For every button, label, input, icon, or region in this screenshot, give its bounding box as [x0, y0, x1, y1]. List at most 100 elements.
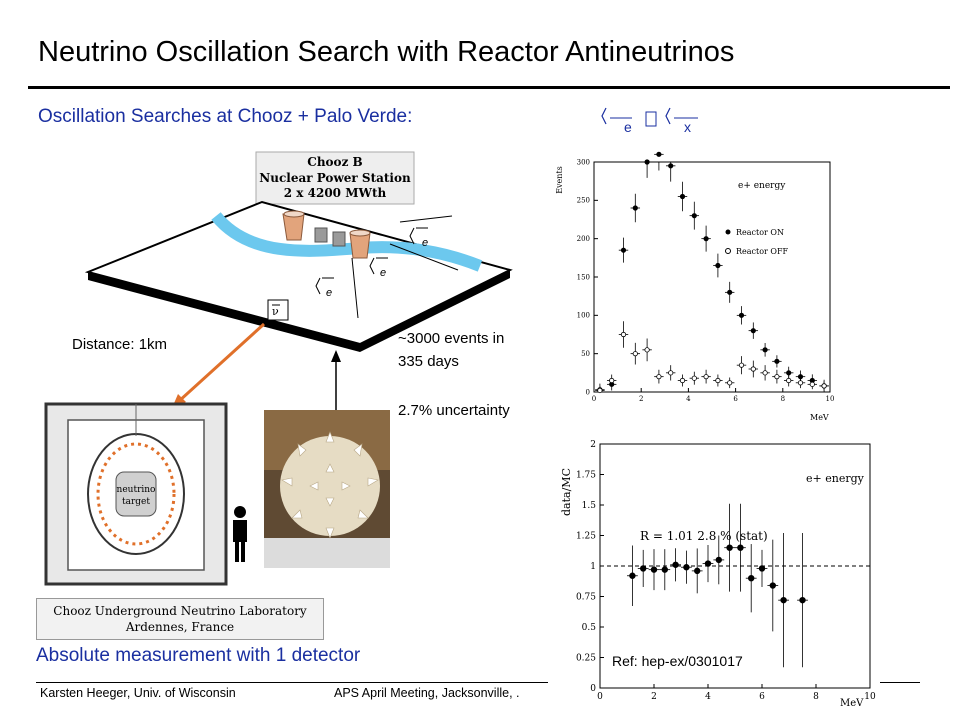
y-tick-label: 1 — [590, 562, 596, 572]
data-point — [747, 574, 755, 582]
chart1-ylabel: Events — [555, 166, 564, 194]
data-point — [693, 567, 701, 575]
data-point — [656, 151, 662, 157]
lab-label-line-2: Ardennes, France — [125, 620, 235, 634]
data-point-reactor-off — [656, 374, 662, 380]
energy-spectrum-chart: Events MeV e+ energy Reactor ON Reactor … — [548, 140, 848, 430]
y-tick-label: 2 — [590, 440, 596, 450]
station-line-3: 2 x 4200 MWth — [284, 186, 387, 200]
shaft-arrowhead — [331, 350, 341, 362]
chooz-diagram: Chooz B Nuclear Power Station 2 x 4200 M… — [44, 151, 513, 586]
data-point-reactor-off — [727, 380, 733, 386]
y-tick-label: 0.5 — [582, 623, 597, 633]
data-point — [758, 565, 766, 572]
x-tick-label: 4 — [686, 395, 691, 403]
y-tick-label: 1.75 — [576, 471, 596, 481]
data-point — [639, 565, 647, 572]
data-point-reactor-off — [715, 377, 721, 384]
events-note-line-1: ~3000 events in — [398, 330, 505, 347]
data-point — [774, 358, 780, 364]
detector-cross-section: neutrino target — [44, 402, 228, 586]
x-tick-label: 6 — [759, 692, 765, 702]
ground-edge-side — [360, 270, 510, 352]
nu-e-label: e — [380, 267, 386, 279]
footer-author: Karsten Heeger, Univ. of Wisconsin — [40, 686, 236, 700]
data-point — [704, 560, 712, 567]
data-point — [780, 596, 787, 604]
data-point-reactor-off — [609, 377, 615, 384]
chart2-reference: Ref: hep-ex/0301017 — [612, 653, 743, 669]
legend-marker-on — [725, 229, 731, 235]
data-point — [727, 289, 733, 295]
chart2-xlabel: MeV — [840, 698, 864, 709]
y-tick-label: 0 — [590, 684, 596, 694]
data-mc-ratio-chart: data/MC MeV e+ energy R = 1.01 2.8 % (st… — [548, 430, 880, 715]
cooling-tower-icon — [282, 210, 305, 241]
nu-e-label: e — [422, 237, 428, 249]
data-point — [737, 544, 744, 551]
chart2-ylabel: data/MC — [560, 468, 573, 516]
data-point — [769, 582, 776, 589]
data-point-reactor-off — [703, 374, 709, 380]
reactor-building-icon — [314, 227, 346, 247]
data-point-reactor-off — [762, 370, 768, 376]
y-tick-label: 50 — [581, 350, 590, 358]
detector-photo — [264, 410, 390, 568]
data-point-reactor-off — [786, 377, 792, 384]
x-tick-label: 8 — [781, 395, 785, 403]
nu-e-label: e — [326, 287, 332, 299]
cooling-tower-icon — [349, 229, 371, 259]
legend-label-on: Reactor ON — [736, 228, 784, 237]
data-point — [703, 236, 709, 242]
legend-marker-off — [725, 248, 731, 254]
x-tick-label: 10 — [864, 692, 876, 702]
y-tick-label: 1.25 — [576, 532, 596, 542]
neutrino-line — [351, 257, 359, 319]
uncertainty-note: 2.7% uncertainty — [398, 402, 510, 419]
x-tick-label: 0 — [597, 692, 603, 702]
y-tick-label: 0.25 — [576, 654, 596, 664]
data-point — [683, 564, 690, 571]
slide-subtitle: Oscillation Searches at Chooz + Palo Ver… — [38, 106, 413, 127]
data-point — [672, 561, 679, 568]
data-point-reactor-off — [620, 331, 627, 338]
events-note-line-2: 335 days — [398, 353, 459, 370]
neutrino-line — [389, 243, 459, 271]
nu-e-symbol: e — [369, 257, 388, 279]
data-point-reactor-off — [691, 375, 697, 381]
x-tick-label: 0 — [592, 395, 596, 403]
neutrino-line — [399, 215, 453, 223]
data-point-reactor-off — [632, 351, 638, 357]
data-point-reactor-off — [821, 383, 827, 389]
x-tick-label: 6 — [733, 395, 738, 403]
x-tick-label: 2 — [639, 395, 643, 403]
antineutrino-label-box: ν — [267, 299, 289, 321]
title-rule — [28, 86, 950, 89]
ground-edge-front — [88, 272, 360, 352]
y-tick-label: 1.5 — [582, 501, 597, 511]
data-point — [679, 193, 686, 200]
data-point — [762, 347, 768, 353]
neutrino-beam-arrow — [176, 322, 266, 404]
station-label: Chooz B Nuclear Power Station 2 x 4200 M… — [255, 151, 415, 205]
slide-title: Neutrino Oscillation Search with Reactor… — [38, 36, 735, 68]
y-tick-label: 150 — [577, 273, 590, 281]
footer-meeting: APS April Meeting, Jacksonville, . — [334, 686, 520, 700]
data-point — [644, 159, 650, 165]
distance-note: Distance: 1km — [72, 336, 168, 353]
data-point-reactor-off — [750, 366, 756, 372]
formula-right-sub: x — [684, 119, 691, 135]
footer-rule — [36, 682, 920, 683]
target-line-1: neutrino — [117, 485, 156, 495]
station-line-1: Chooz B — [307, 155, 362, 169]
y-tick-label: 0 — [586, 388, 590, 396]
y-tick-label: 0.75 — [576, 593, 596, 603]
data-point — [799, 596, 806, 604]
data-point — [691, 213, 697, 219]
y-tick-label: 300 — [577, 158, 590, 166]
chart2-annotation: e+ energy — [806, 472, 865, 485]
nu-e-symbol: e — [315, 277, 334, 299]
person-icon — [233, 506, 247, 562]
data-point-reactor-off — [797, 380, 804, 386]
data-point — [650, 566, 658, 573]
